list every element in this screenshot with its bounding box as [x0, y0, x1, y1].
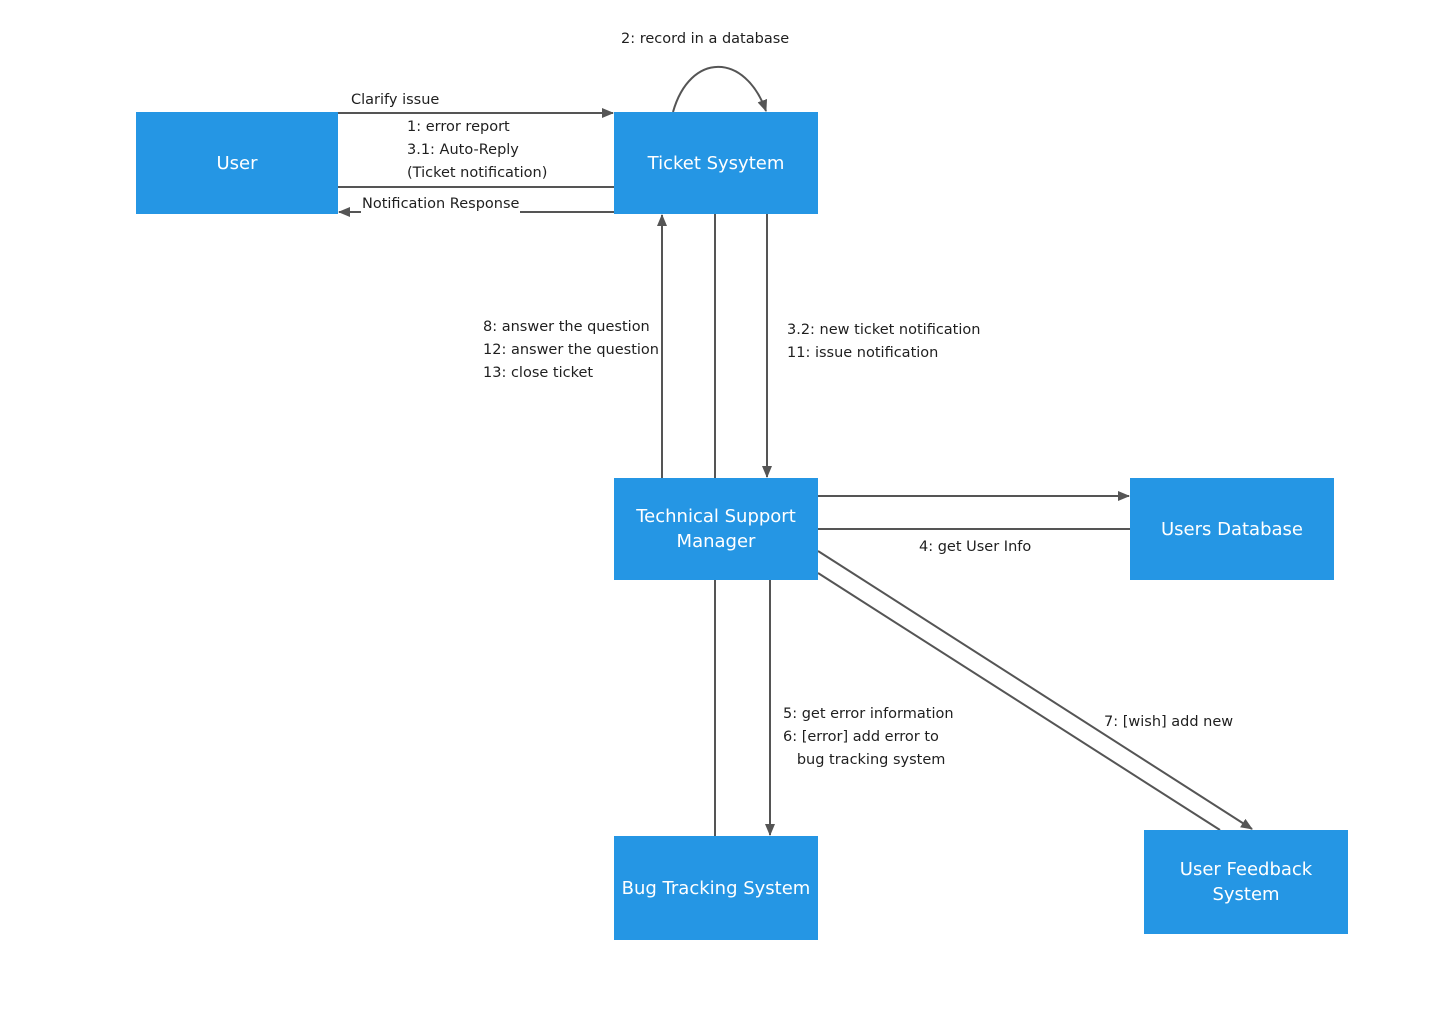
message-ticket-notification: (Ticket notification) — [407, 165, 548, 181]
message-close-ticket: 13: close ticket — [483, 365, 594, 381]
message-get-error-information: 5: get error information — [783, 706, 954, 722]
node-users-database-label: Users Database — [1160, 518, 1303, 540]
message-group-manager-to-bug: 5: get error information 6: [error] add … — [783, 703, 954, 772]
node-bug-tracking-system-label: Bug Tracking System — [621, 877, 811, 899]
message-wish-add-new: 7: [wish] add new — [1104, 714, 1234, 730]
message-clarify-issue: Clarify issue — [351, 92, 440, 108]
node-user-label: User — [216, 152, 258, 174]
node-user[interactable]: User — [136, 112, 338, 214]
connector-feedback-manager-link — [817, 572, 1221, 831]
node-user-feedback-system[interactable]: User Feedback System — [1144, 830, 1348, 934]
message-record-database: 2: record in a database — [621, 31, 790, 47]
message-error-report: 1: error report — [407, 119, 510, 135]
message-new-ticket-notification: 3.2: new ticket notification — [787, 322, 981, 338]
message-answer-question-8: 8: answer the question — [483, 319, 650, 335]
message-auto-reply: 3.1: Auto-Reply — [407, 142, 519, 158]
node-technical-support-manager[interactable]: Technical Support Manager — [614, 478, 818, 580]
message-notification-response: Notification Response — [361, 193, 521, 216]
message-issue-notification: 11: issue notification — [787, 345, 939, 361]
node-ticket-system[interactable]: Ticket Sysytem — [614, 112, 818, 214]
node-bug-tracking-system[interactable]: Bug Tracking System — [614, 836, 818, 940]
node-users-database[interactable]: Users Database — [1130, 478, 1334, 580]
message-add-error: 6: [error] add error to — [783, 729, 939, 745]
message-answer-question-12: 12: answer the question — [483, 342, 659, 358]
message-group-ticket-to-manager: 3.2: new ticket notification 11: issue n… — [787, 319, 980, 365]
node-user-feedback-system-label: User Feedback System — [1179, 859, 1313, 905]
node-ticket-system-label: Ticket Sysytem — [647, 152, 785, 174]
message-bug-tracking-system: bug tracking system — [783, 752, 946, 768]
self-loop-arrow — [672, 65, 768, 113]
message-get-user-info: 4: get User Info — [919, 539, 1032, 555]
message-group-user-to-ticket: 1: error report 3.1: Auto-Reply (Ticket … — [407, 116, 547, 185]
connector-manager-to-feedback — [817, 550, 1253, 830]
node-technical-support-manager-label: Technical Support Manager — [636, 506, 796, 552]
message-group-manager-to-ticket: 8: answer the question 12: answer the qu… — [483, 316, 659, 385]
